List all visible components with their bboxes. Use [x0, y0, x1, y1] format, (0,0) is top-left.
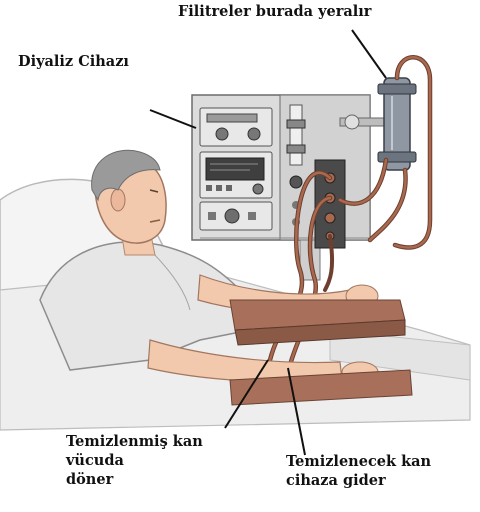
- label-filters-text: Filitreler burada yeralır: [178, 2, 371, 21]
- pointer-device: [150, 110, 196, 128]
- label-returning-line-2: vücuda: [66, 451, 203, 470]
- label-filters: Filitreler burada yeralır: [178, 2, 371, 21]
- dialysis-machine: [192, 95, 390, 280]
- label-dialysis-device: Diyaliz Cihazı: [18, 52, 129, 71]
- label-device-text: Diyaliz Cihazı: [18, 52, 129, 71]
- label-outgoing-line-1: Temizlenecek kan: [286, 452, 431, 471]
- pointer-filters: [352, 30, 386, 78]
- label-returning-line-1: Temizlenmiş kan: [66, 432, 203, 451]
- label-outgoing-line-2: cihaza gider: [286, 471, 431, 490]
- label-returning-line-3: döner: [66, 470, 203, 489]
- filter-icon: [378, 78, 416, 170]
- label-outgoing-blood: Temizlenecek kan cihaza gider: [286, 452, 431, 490]
- label-returning-blood: Temizlenmiş kan vücuda döner: [66, 432, 203, 489]
